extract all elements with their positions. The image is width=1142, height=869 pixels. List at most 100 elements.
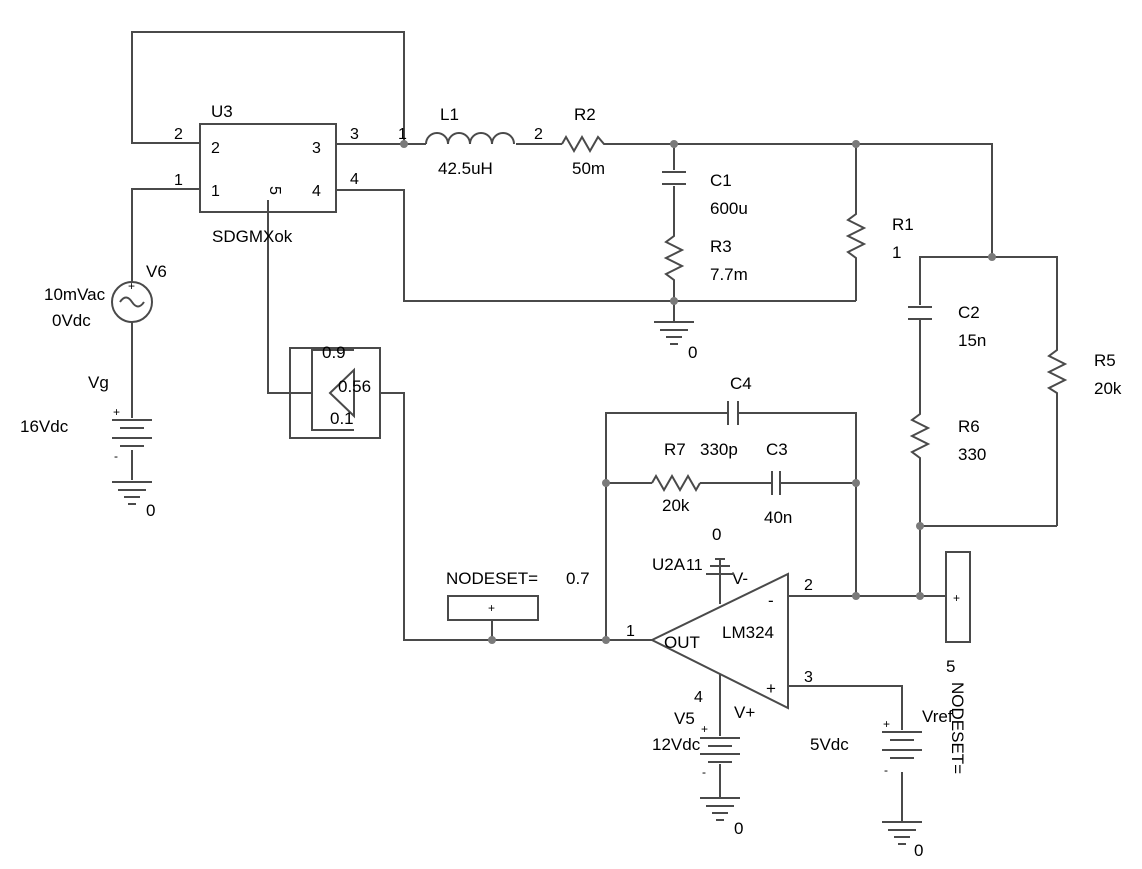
ground-c1r3: 0 — [654, 321, 697, 362]
c4-ref: C4 — [730, 374, 752, 393]
ground-vg: 0 — [112, 481, 155, 520]
resistor-zigzag — [845, 208, 867, 262]
pin-number: 1 — [211, 183, 220, 200]
junction-dot — [988, 253, 996, 261]
limiter-block: 0.9 0.56 0.1 — [289, 343, 381, 439]
polarity-mark: - — [114, 449, 118, 463]
pin-number: 4 — [694, 689, 703, 706]
pin-number: 2 — [174, 126, 183, 143]
pin-number: 2 — [804, 577, 813, 594]
r6-ref: R6 — [958, 417, 980, 436]
junction-dot — [852, 592, 860, 600]
ground-label: 0 — [146, 501, 155, 520]
junction-dot — [488, 636, 496, 644]
junction-dot — [852, 140, 860, 148]
sine-symbol — [119, 296, 145, 308]
pin-number: 3 — [804, 669, 813, 686]
ground-v5: 0 — [700, 797, 743, 838]
u3-ref: U3 — [211, 102, 233, 121]
nodeset-marker-1: + NODESET= 0.7 — [446, 569, 590, 621]
v5-ref: V5 — [674, 709, 695, 728]
nodeset1-label: NODESET= — [446, 569, 538, 588]
pin-number: 1 — [398, 126, 407, 143]
resistor-r6: R6 330 — [909, 408, 986, 465]
r1-value: 1 — [892, 243, 901, 262]
pin-number: 3 — [350, 126, 359, 143]
u2a-ref: U2A — [652, 555, 686, 574]
opamp-u2a: U2A LM324 OUT V- V+ - + 11 2 1 3 4 — [626, 555, 813, 722]
limiter-lower: 0.1 — [330, 409, 354, 428]
r6-value: 330 — [958, 445, 986, 464]
limiter-curve — [311, 349, 354, 431]
polarity-mark: + — [701, 722, 708, 736]
junction-dot — [400, 140, 408, 148]
resistor-zigzag — [1046, 345, 1068, 397]
v6-ac: 10mVac — [44, 285, 106, 304]
u2a-vplus: V+ — [734, 703, 755, 722]
nodeset2-label: NODESET= — [948, 682, 967, 774]
u2a-vminus: V- — [732, 569, 748, 588]
r3-value: 7.7m — [710, 265, 748, 284]
c2-value: 15n — [958, 331, 986, 350]
vref-value: 5Vdc — [810, 735, 849, 754]
u2a-out: OUT — [664, 633, 700, 652]
v6-dc: 0Vdc — [52, 311, 91, 330]
l1-value: 42.5uH — [438, 159, 493, 178]
limiter-body — [289, 347, 381, 439]
pin-number: 1 — [174, 172, 183, 189]
polarity-mark: + — [128, 279, 135, 293]
polarity-mark: + — [883, 717, 890, 731]
junction-dot — [670, 297, 678, 305]
ground-opamp-vminus: 0 — [706, 525, 734, 575]
c3-ref: C3 — [766, 440, 788, 459]
resistor-zigzag — [909, 408, 931, 465]
ground-label: 0 — [914, 841, 923, 860]
inductor-coil — [425, 132, 515, 145]
junction-nodes — [400, 140, 996, 644]
limiter-upper: 0.9 — [322, 343, 346, 362]
nodeset2-value: 5 — [946, 657, 955, 676]
ground-vref: 0 — [882, 821, 923, 860]
nodeset-box — [945, 551, 971, 643]
ac-source-v6: + V6 10mVac 0Vdc — [44, 262, 167, 330]
resistor-r7: R7 20k — [651, 440, 701, 515]
v5-value: 12Vdc — [652, 735, 701, 754]
capacitor-c2: C2 15n — [908, 303, 986, 350]
u2a-model: LM324 — [722, 623, 774, 642]
polarity-mark: + — [953, 591, 960, 605]
limiter-triangle — [328, 367, 355, 419]
pin-number: 3 — [312, 140, 321, 157]
resistor-zigzag — [663, 230, 685, 285]
u3-model: SDGMXok — [212, 227, 293, 246]
pin-number: 4 — [312, 183, 321, 200]
c4-value: 330p — [700, 440, 738, 459]
resistor-r3: R3 7.7m — [663, 230, 748, 285]
c3-value: 40n — [764, 508, 792, 527]
r5-value: 20k — [1094, 379, 1122, 398]
ground-label: 0 — [712, 525, 721, 544]
junction-dot — [670, 140, 678, 148]
pin-number: 5 — [266, 186, 283, 195]
nodeset1-value: 0.7 — [566, 569, 590, 588]
resistor-r1: R1 1 — [845, 208, 914, 262]
opamp-triangle — [649, 572, 789, 710]
resistor-r2: R2 50m — [561, 105, 608, 178]
resistor-zigzag — [561, 134, 608, 154]
pin-number: 2 — [211, 140, 220, 157]
junction-dot — [602, 479, 610, 487]
r1-ref: R1 — [892, 215, 914, 234]
c1-value: 600u — [710, 199, 748, 218]
v6-ref: V6 — [146, 262, 167, 281]
vref-ref: Vref — [922, 707, 953, 726]
junction-dot — [916, 522, 924, 530]
capacitor-c4: C4 330p — [700, 374, 752, 459]
junction-dot — [852, 479, 860, 487]
u2a-plus: + — [766, 679, 776, 698]
pin-number: 11 — [686, 557, 703, 574]
nodeset-box — [447, 595, 539, 621]
limiter-gain: 0.56 — [338, 377, 371, 396]
battery-v5: + - V5 12Vdc — [652, 709, 740, 779]
resistor-zigzag — [651, 473, 701, 493]
junction-dot — [916, 592, 924, 600]
u2a-minus: - — [768, 591, 774, 610]
